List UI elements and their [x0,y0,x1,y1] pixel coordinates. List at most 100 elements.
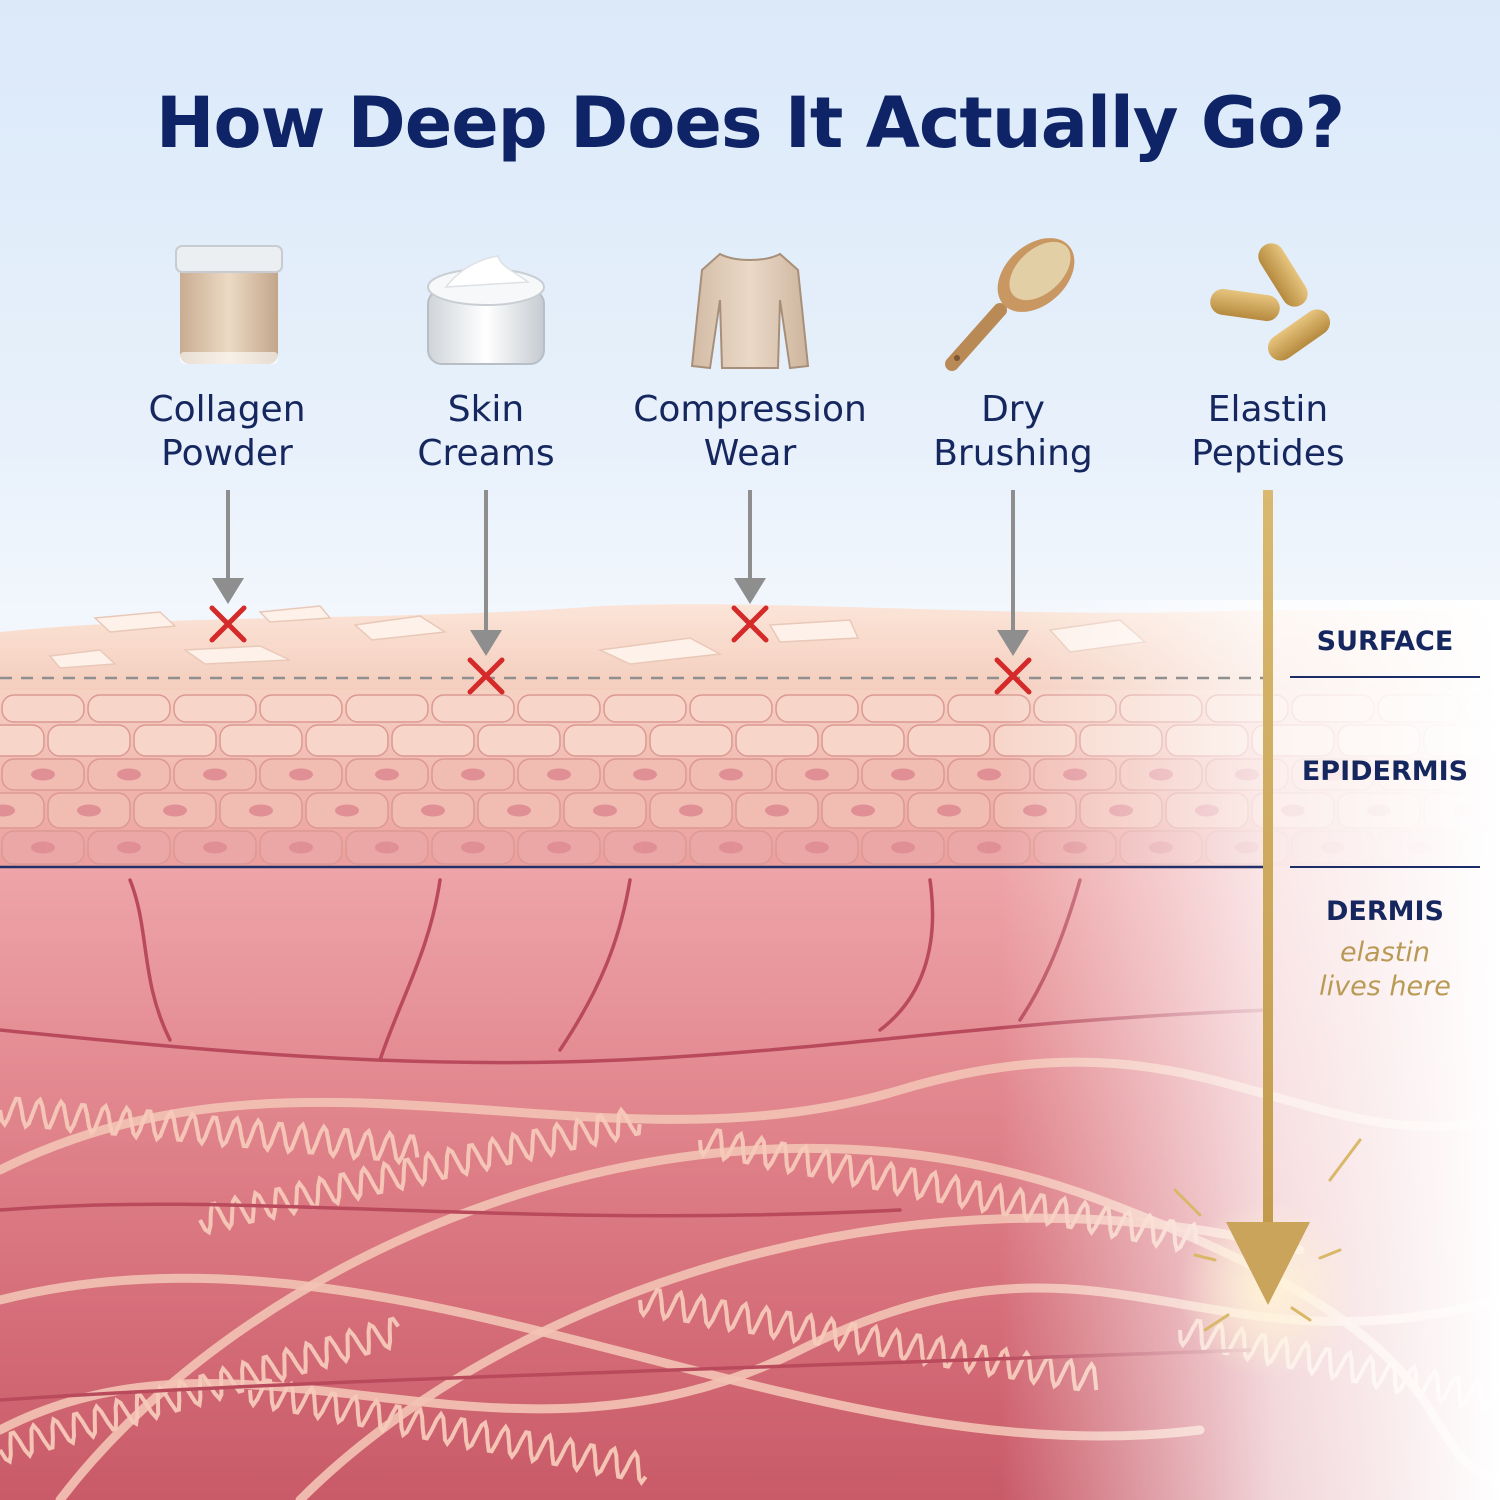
cell-nucleus [547,841,571,854]
cell-nucleus [937,804,961,817]
dermis-note-line: lives here [1319,971,1451,1002]
cell [305,724,389,757]
blocked-x-icon [209,605,247,643]
cell [431,694,515,723]
skin-flakes [48,605,1147,669]
cell-nucleus [719,841,743,854]
cell-nucleus [977,768,1001,781]
cell-nucleus [31,841,55,854]
cell-nucleus [507,804,531,817]
cell-nucleus [679,804,703,817]
cell [735,724,819,757]
cell-nucleus [805,768,829,781]
product-label-line: Powder [161,433,293,474]
elastin-coil [198,1106,642,1236]
product-label-collagen-powder: Collagen Powder [77,388,377,476]
cell [391,724,475,757]
product-label-line: Brushing [933,433,1093,474]
page-title: How Deep Does It Actually Go? [155,82,1345,164]
cell [775,694,859,723]
cell-nucleus [117,768,141,781]
blocked-marks [209,605,1032,695]
cell [219,724,303,757]
cell-nucleus [117,841,141,854]
cell [907,724,991,757]
cell [1,694,85,723]
cell [689,694,773,723]
cell-nucleus [891,768,915,781]
cell-nucleus [461,841,485,854]
dermis-note: elastin lives here [1290,936,1480,1004]
grey-arrow-head [997,630,1029,656]
capsules-icon [1210,243,1331,361]
cell-nucleus [289,841,313,854]
cell-nucleus [375,841,399,854]
grey-arrow-head [470,630,502,656]
cell [603,694,687,723]
cell-nucleus [851,804,875,817]
cell-nucleus [891,841,915,854]
product-label-elastin-peptides: Elastin Peptides [1118,388,1418,476]
cell [0,724,45,757]
product-label-line: Skin [447,389,525,430]
product-label-skin-creams: Skin Creams [336,388,636,476]
collagen-jar-icon [175,245,283,364]
cell [259,694,343,723]
cell-nucleus [977,841,1001,854]
cell-nucleus [719,768,743,781]
cell [477,724,561,757]
cell [649,724,733,757]
cell [563,724,647,757]
cell [87,694,171,723]
cell [0,792,45,829]
cell [133,724,217,757]
cell [861,694,945,723]
cell [47,724,131,757]
cell-nucleus [203,768,227,781]
shirt-icon [690,252,810,370]
blocked-x-icon [994,657,1032,695]
layer-label-epidermis: EPIDERMIS [1301,756,1469,787]
elastin-coil [248,1378,648,1486]
cell-nucleus [547,768,571,781]
blocked-x-icon [731,605,769,643]
product-label-compression-wear: Compression Wear [600,388,900,476]
gold-arrow-shaft [1263,490,1273,1230]
product-label-line: Elastin [1207,389,1329,430]
cell-nucleus [203,841,227,854]
epidermis-rule [1290,866,1480,868]
product-label-dry-brushing: Dry Brushing [863,388,1163,476]
product-label-line: Peptides [1191,433,1345,474]
cell-nucleus [163,804,187,817]
grey-arrow-head [212,578,244,604]
cell-nucleus [249,804,273,817]
cell-nucleus [805,841,829,854]
cell-nucleus [335,804,359,817]
product-label-line: Dry [981,389,1045,430]
dermis-note-line: elastin [1340,937,1430,968]
cell-nucleus [77,804,101,817]
cell-nucleus [633,768,657,781]
surface-rule [1290,676,1480,678]
layer-label-dermis: DERMIS [1325,896,1444,927]
cell-nucleus [0,804,15,817]
cell [173,694,257,723]
cell [345,694,429,723]
cell-nucleus [765,804,789,817]
cell-nucleus [461,768,485,781]
layer-label-surface: SURFACE [1316,626,1454,657]
product-label-line: Collagen [148,389,306,430]
cell [821,724,905,757]
elastin-coil [0,1096,420,1166]
cell-nucleus [421,804,445,817]
blocked-x-icon [467,657,505,695]
cell [517,694,601,723]
cell-nucleus [593,804,617,817]
cell-nucleus [31,768,55,781]
brush-icon [945,238,1075,371]
cell-nucleus [375,768,399,781]
impact-rays [1173,1138,1362,1332]
product-label-line: Wear [703,433,797,474]
